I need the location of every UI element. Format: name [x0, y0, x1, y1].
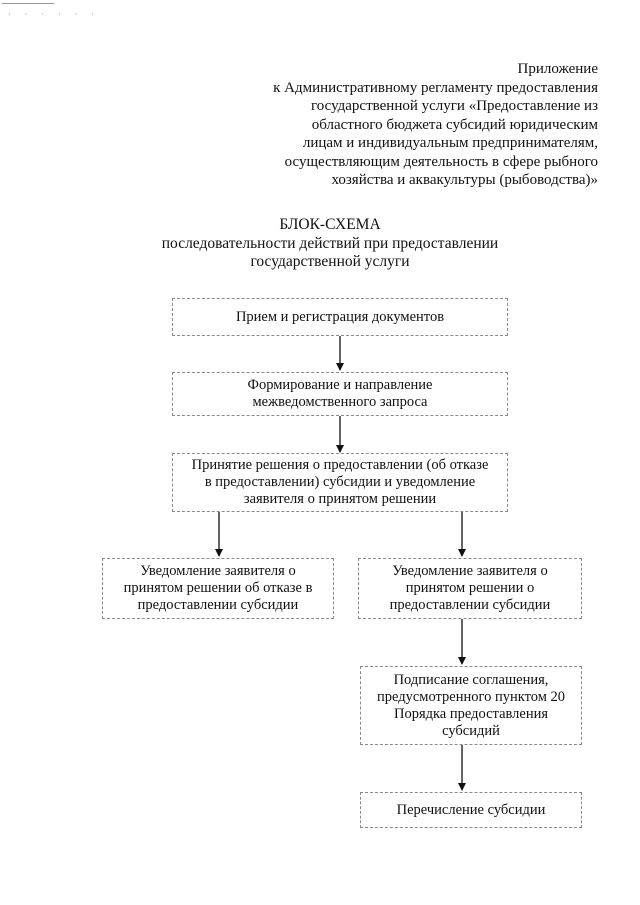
heading-subtitle-line: государственной услуги: [250, 253, 410, 270]
step-label: заявителя о принятом решении: [243, 491, 437, 507]
appendix-line: областного бюджета субсидий юридическим: [311, 116, 598, 133]
heading-title: БЛОК-СХЕМА: [279, 216, 381, 233]
step-receive-documents: Прием и регистрация документов: [172, 298, 508, 336]
appendix-line: осуществляющим деятельность в сфере рыбн…: [284, 153, 598, 170]
step-label: Перечисление субсидии: [396, 801, 546, 818]
step-label: Прием и регистрация документов: [235, 308, 445, 325]
step-label: в предоставлении) субсидии и уведомление: [204, 474, 476, 490]
step-label: субсидий: [442, 722, 500, 739]
appendix-line: государственной услуги «Предоставление и…: [310, 98, 598, 114]
step-decision: Принятие решения о предоставлении (об от…: [172, 453, 508, 512]
appendix-block: Приложение к Административному регламент…: [218, 60, 598, 190]
heading-subtitle-line: последовательности действий при предоста…: [161, 234, 499, 252]
appendix-line: к Административному регламенту предостав…: [273, 79, 598, 96]
scan-artifact-line: [2, 3, 54, 4]
appendix-line: Приложение: [517, 61, 598, 77]
flowchart-heading: БЛОК-СХЕМА последовательности действий п…: [120, 216, 540, 272]
step-label: предоставлении субсидии: [389, 597, 551, 613]
appendix-line: хозяйства и аквакультуры (рыбоводства)»: [331, 172, 598, 188]
step-label: принятом решении о: [405, 580, 535, 596]
step-notify-approval: Уведомление заявителя о принятом решении…: [358, 558, 582, 619]
scan-artifact-dots: · · · · · ·: [8, 10, 100, 19]
step-label: Порядка предоставления: [393, 705, 549, 722]
step-label: Принятие решения о предоставлении (об от…: [191, 457, 489, 473]
step-sign-agreement: Подписание соглашения, предусмотренного …: [360, 666, 582, 745]
step-label: Уведомление заявителя о: [392, 563, 548, 579]
step-label: Формирование и направление: [247, 377, 433, 393]
step-label: Уведомление заявителя о: [140, 563, 296, 579]
step-label: предоставлении субсидии: [137, 597, 299, 613]
step-label: межведомственного запроса: [252, 394, 428, 410]
step-label: Подписание соглашения,: [393, 671, 549, 688]
step-transfer-subsidy: Перечисление субсидии: [360, 792, 582, 828]
step-notify-refusal: Уведомление заявителя о принятом решении…: [102, 558, 334, 619]
step-label: предусмотренного пунктом 20: [376, 688, 566, 705]
step-interagency-request: Формирование и направление межведомствен…: [172, 372, 508, 416]
step-label: принятом решении об отказе в: [123, 580, 313, 596]
appendix-line: лицам и индивидуальным предпринимателям,: [302, 135, 598, 151]
